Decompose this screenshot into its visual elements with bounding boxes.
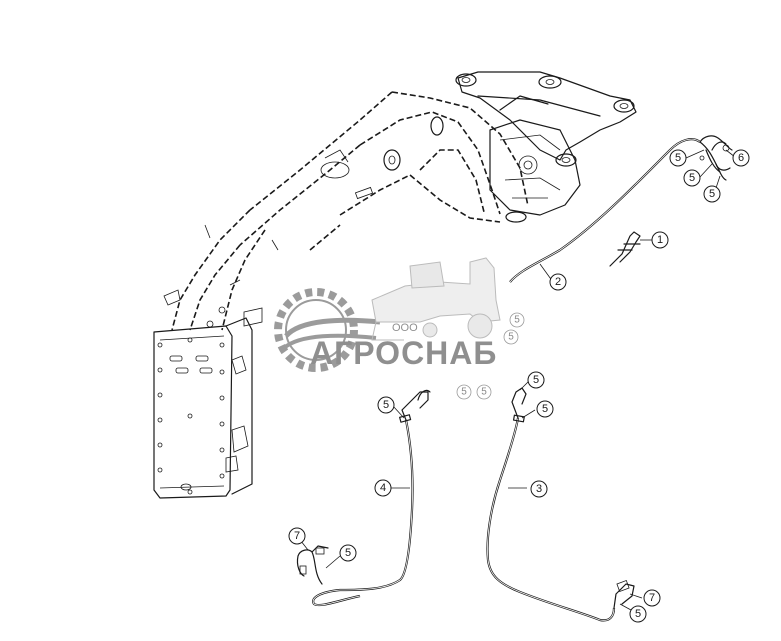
hidden-callout-label: 5 [514, 315, 520, 326]
hidden-callout-label: 5 [508, 332, 514, 343]
hidden-callout-label: 5 [481, 387, 487, 398]
svg-text:7: 7 [294, 530, 300, 542]
hidden-callout-circle [476, 384, 492, 400]
hidden-callout-label: 5 [461, 387, 467, 398]
svg-text:2: 2 [555, 276, 561, 288]
svg-text:6: 6 [738, 152, 744, 164]
callout-5: 5 [683, 169, 701, 187]
callout-5: 5 [339, 544, 357, 562]
callout-7: 7 [643, 589, 661, 607]
svg-text:7: 7 [649, 592, 655, 604]
callout-5: 5 [703, 185, 721, 203]
svg-text:5: 5 [383, 399, 389, 411]
harness-2 [509, 135, 736, 283]
svg-text:4: 4 [380, 482, 386, 494]
hidden-callout-circle [509, 312, 525, 328]
svg-text:5: 5 [533, 374, 539, 386]
part-1-clip [609, 231, 652, 267]
svg-text:5: 5 [542, 403, 548, 415]
callout-5: 5 [536, 400, 554, 418]
svg-text:5: 5 [675, 152, 681, 164]
combine-harvester-icon [371, 257, 501, 341]
callout-2: 2 [549, 273, 567, 291]
callouts: 1 2 3 4 5 5 5 6 [288, 149, 750, 623]
agrosnab-watermark: ООО АГРОСНАБ [274, 257, 501, 372]
harness-3 [486, 379, 643, 622]
watermark-company-name: АГРОСНАБ [310, 335, 497, 371]
callout-6: 6 [732, 149, 750, 167]
svg-text:5: 5 [345, 547, 351, 559]
svg-text:3: 3 [536, 483, 542, 495]
watermark-prefix: ООО [392, 322, 418, 334]
callout-5: 5 [669, 149, 687, 167]
gear-icon [274, 288, 381, 372]
frame-structure [153, 71, 637, 499]
callout-5: 5 [629, 605, 647, 623]
hidden-callout-circle [503, 329, 519, 345]
hidden-callout-circle [456, 384, 472, 400]
callout-4: 4 [374, 479, 392, 497]
callout-3: 3 [530, 480, 548, 498]
svg-text:1: 1 [657, 234, 663, 246]
plate-holes [157, 337, 225, 495]
callout-1: 1 [651, 231, 669, 249]
callout-5: 5 [527, 371, 545, 389]
svg-text:5: 5 [709, 188, 715, 200]
callout-5: 5 [377, 396, 395, 414]
harness-4 [296, 389, 431, 607]
callout-7: 7 [288, 527, 306, 545]
svg-text:5: 5 [635, 608, 641, 620]
svg-text:5: 5 [689, 172, 695, 184]
